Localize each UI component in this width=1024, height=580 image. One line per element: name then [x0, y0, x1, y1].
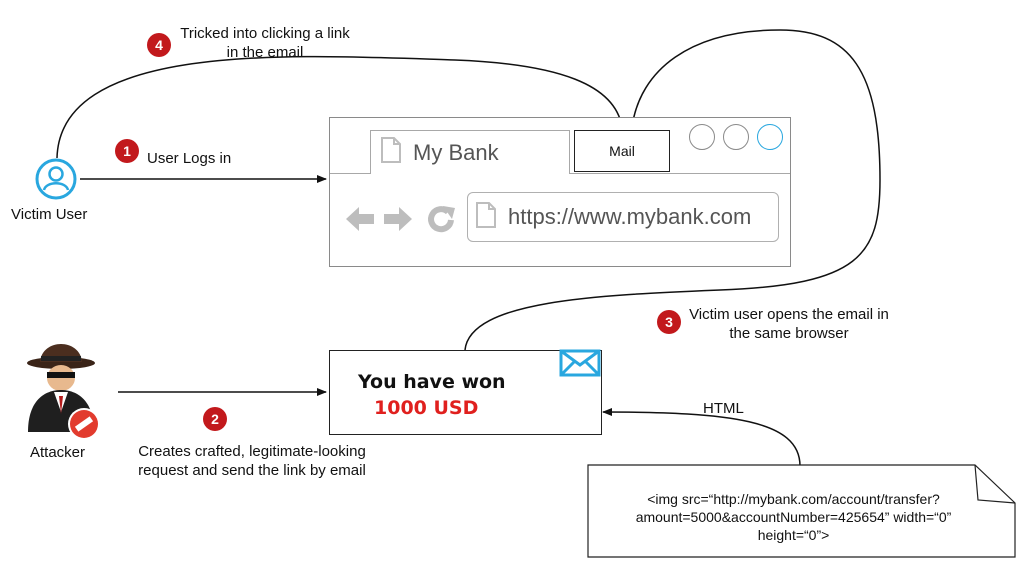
- browser-window: My Bank Mail https://www.mybank.com: [329, 117, 791, 267]
- address-bar[interactable]: https://www.mybank.com: [467, 192, 779, 242]
- page-icon: [476, 201, 496, 233]
- window-button-1[interactable]: [689, 124, 715, 150]
- connector-open-email: [464, 29, 881, 351]
- window-button-3[interactable]: [757, 124, 783, 150]
- url-text: https://www.mybank.com: [508, 204, 752, 229]
- victim-user-label: Victim User: [11, 206, 88, 223]
- html-label: HTML: [703, 400, 744, 417]
- code-line-1: <img src=“http://mybank.com/account/tran…: [647, 491, 940, 507]
- code-note: <img src=“http://mybank.com/account/tran…: [588, 465, 1015, 557]
- step-badge-4: 4: [147, 33, 171, 57]
- page-icon: [381, 137, 401, 168]
- reload-icon[interactable]: [426, 204, 456, 239]
- step-badge-1: 1: [115, 139, 139, 163]
- tab-mail[interactable]: Mail: [574, 130, 670, 172]
- connector-html: [602, 408, 801, 467]
- tab-my-bank[interactable]: My Bank: [370, 130, 570, 174]
- code-line-2: amount=5000&accountNumber=425654” width=…: [635, 509, 952, 525]
- step-label-3: Victim user opens the email in the same …: [689, 306, 889, 342]
- code-note-text: <img src=“http://mybank.com/account/tran…: [588, 465, 1015, 557]
- user-icon: [35, 158, 77, 200]
- code-note-fold: [974, 464, 1016, 504]
- step-label-4: Tricked into clicking a link in the emai…: [180, 25, 350, 61]
- step-label-1: User Logs in: [147, 150, 232, 167]
- email-amount: 1000 USD: [374, 397, 479, 419]
- step-badge-2: 2: [203, 407, 227, 431]
- no-entry-icon: [68, 408, 100, 440]
- email-headline: You have won: [358, 371, 506, 393]
- connector-phish-click: [56, 55, 625, 159]
- attacker-label: Attacker: [30, 444, 86, 461]
- envelope-icon: [559, 349, 601, 382]
- step-badge-3: 3: [657, 310, 681, 334]
- phishing-email[interactable]: You have won 1000 USD: [329, 349, 602, 435]
- window-button-2[interactable]: [723, 124, 749, 150]
- tab-title: My Bank: [413, 139, 499, 165]
- forward-arrow-icon[interactable]: [382, 204, 414, 239]
- code-line-3: height=“0”>: [757, 527, 830, 543]
- step-label-2: Creates crafted, legitimate-looking requ…: [138, 443, 366, 479]
- back-arrow-icon[interactable]: [344, 204, 376, 239]
- code-note-shape: [587, 464, 1016, 558]
